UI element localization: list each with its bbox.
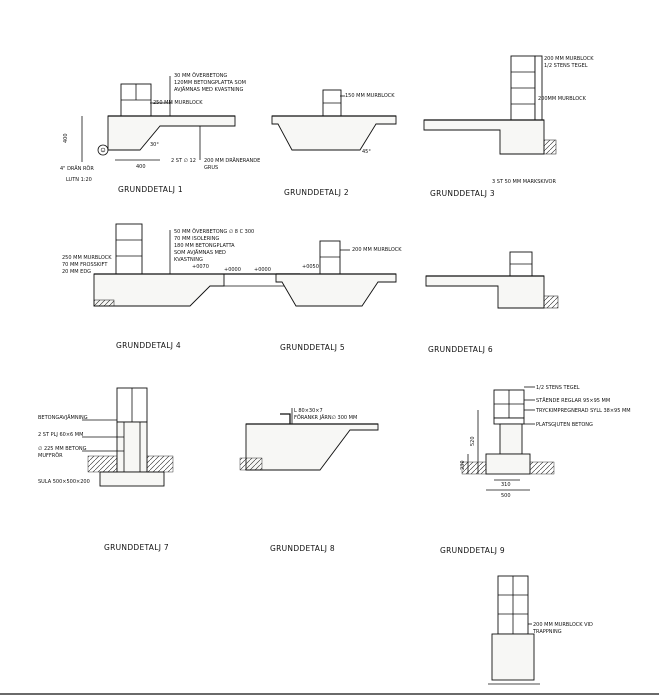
note: 120MM BETONGPLATTA SOM [174,80,246,86]
dimension: 230 [460,460,466,470]
pier [116,421,148,473]
note: 70 MM FROSSKIFT [62,262,108,268]
note: AVJÄMNAS MED KVASTNING [174,86,243,93]
footing-slab [107,115,236,151]
detail-1: 30 MM ÖVERBETONG 120MM BETONGPLATTA SOM … [60,72,260,194]
detail-2: 150 MM MURBLOCK 45° GRUNDDETALJ 2 [271,89,397,197]
detail-title: GRUNDDETALJ 9 [440,546,505,555]
dimension: 45° [362,149,371,155]
drain-pipe-icon [97,144,109,156]
footing-slab [425,275,545,309]
pier-footing [491,633,535,681]
detail-7: BETONGAVJÄMNING 2 ST PLJ 60×6 MM ∅ 225 M… [38,387,174,552]
note: 250 MM MURBLOCK [153,100,203,106]
footing-slab [271,115,397,151]
dimension: 400 [63,133,69,143]
detail-title: GRUNDDETALJ 6 [428,345,493,354]
footing-slab [275,273,397,307]
detail-10: 200 MM MURBLOCK VID TRAPPNING [488,575,593,685]
footing [485,453,531,475]
note: KVASTNING [174,257,203,263]
note: 1/2 STENS TEGEL [544,63,588,69]
dimension: 520 [470,436,476,446]
footing-slab [423,119,545,155]
detail-title: GRUNDDETALJ 2 [284,188,349,197]
detail-8: L 80×30×7 FÖRANKR JÄRN∅ 300 MM GRUNDDETA… [239,408,379,553]
note: 200 MM MURBLOCK [544,56,594,62]
murblock-wall [319,240,341,275]
note: 1/2 STENS TEGEL [536,385,580,391]
dimension: +0070 [192,264,209,270]
detail-title: GRUNDDETALJ 1 [118,185,183,194]
note: TRYCKIMPREGNERAD SYLL 38×95 MM [535,408,631,414]
note: PLATSGJUTEN BETONG [536,422,593,428]
note: 20 MM EDG [62,269,91,275]
note: 50 MM ÖVERBETONG ∅ 8 C 300 [174,228,254,235]
note: 150 MM MURBLOCK [345,93,395,99]
note: MUFFRÖR [38,452,63,459]
note: LUTN 1:20 [66,177,92,183]
note: 30 MM ÖVERBETONG [174,72,227,79]
detail-title: GRUNDDETALJ 5 [280,343,345,352]
note: 2 ST PLJ 60×6 MM [38,432,83,438]
note: 4" DRÄN RÖR [60,165,94,172]
murblock-wall [115,223,143,275]
detail-title: GRUNDDETALJ 7 [104,543,169,552]
note: SOM AVJÄMNAS MED [174,249,226,256]
dimension: 310 [501,482,511,488]
sula-footing [99,471,165,487]
note: SULA 500×500×200 [38,479,90,485]
note: STÅENDE REGLAR 95×95 MM [536,397,610,404]
dimension: 500 [501,493,511,499]
detail-3: 200 MM MURBLOCK 1/2 STENS TEGEL 200MM MU… [423,55,594,198]
note: BETONGAVJÄMNING [38,414,88,421]
dimension: 400 [136,164,146,170]
detail-title: GRUNDDETALJ 4 [116,341,181,350]
detail-title: GRUNDDETALJ 8 [270,544,335,553]
note: ∅ 225 MM BETONG [38,446,87,452]
note: 2 ST ∅ 12 [171,158,196,164]
dimension: +0050 [302,264,319,270]
detail-6: GRUNDDETALJ 6 [425,251,559,354]
note: GRUS [204,165,218,171]
note: 70 MM ISOLERING [174,236,219,242]
detail-4: 50 MM ÖVERBETONG ∅ 8 C 300 70 MM ISOLERI… [62,223,300,350]
note: TRAPPNING [532,629,562,635]
note: 200 MM MURBLOCK [352,247,402,253]
detail-5: 200 MM MURBLOCK +0050 GRUNDDETALJ 5 [275,240,402,352]
note: FÖRANKR JÄRN∅ 300 MM [294,414,357,421]
footing-slab [245,423,379,471]
detail-9: 1/2 STENS TEGEL STÅENDE REGLAR 95×95 MM … [440,385,631,555]
note: 180 MM BETONGPLATTA [174,243,235,249]
note: 200 MM MURBLOCK VID [533,622,593,628]
detail-title: GRUNDDETALJ 3 [430,189,495,198]
note: 3 ST 50 MM MARKSKIVOR [492,179,556,185]
note: L 80×30×7 [294,408,323,414]
note: 250 MM MURBLOCK [62,255,112,261]
dimension: 30° [150,142,159,148]
note: 200 MM DRÄNERANDE [204,157,260,164]
dimension: +0000 [224,267,241,273]
dimension: +0000 [254,267,271,273]
note: 200MM MURBLOCK [538,96,587,102]
